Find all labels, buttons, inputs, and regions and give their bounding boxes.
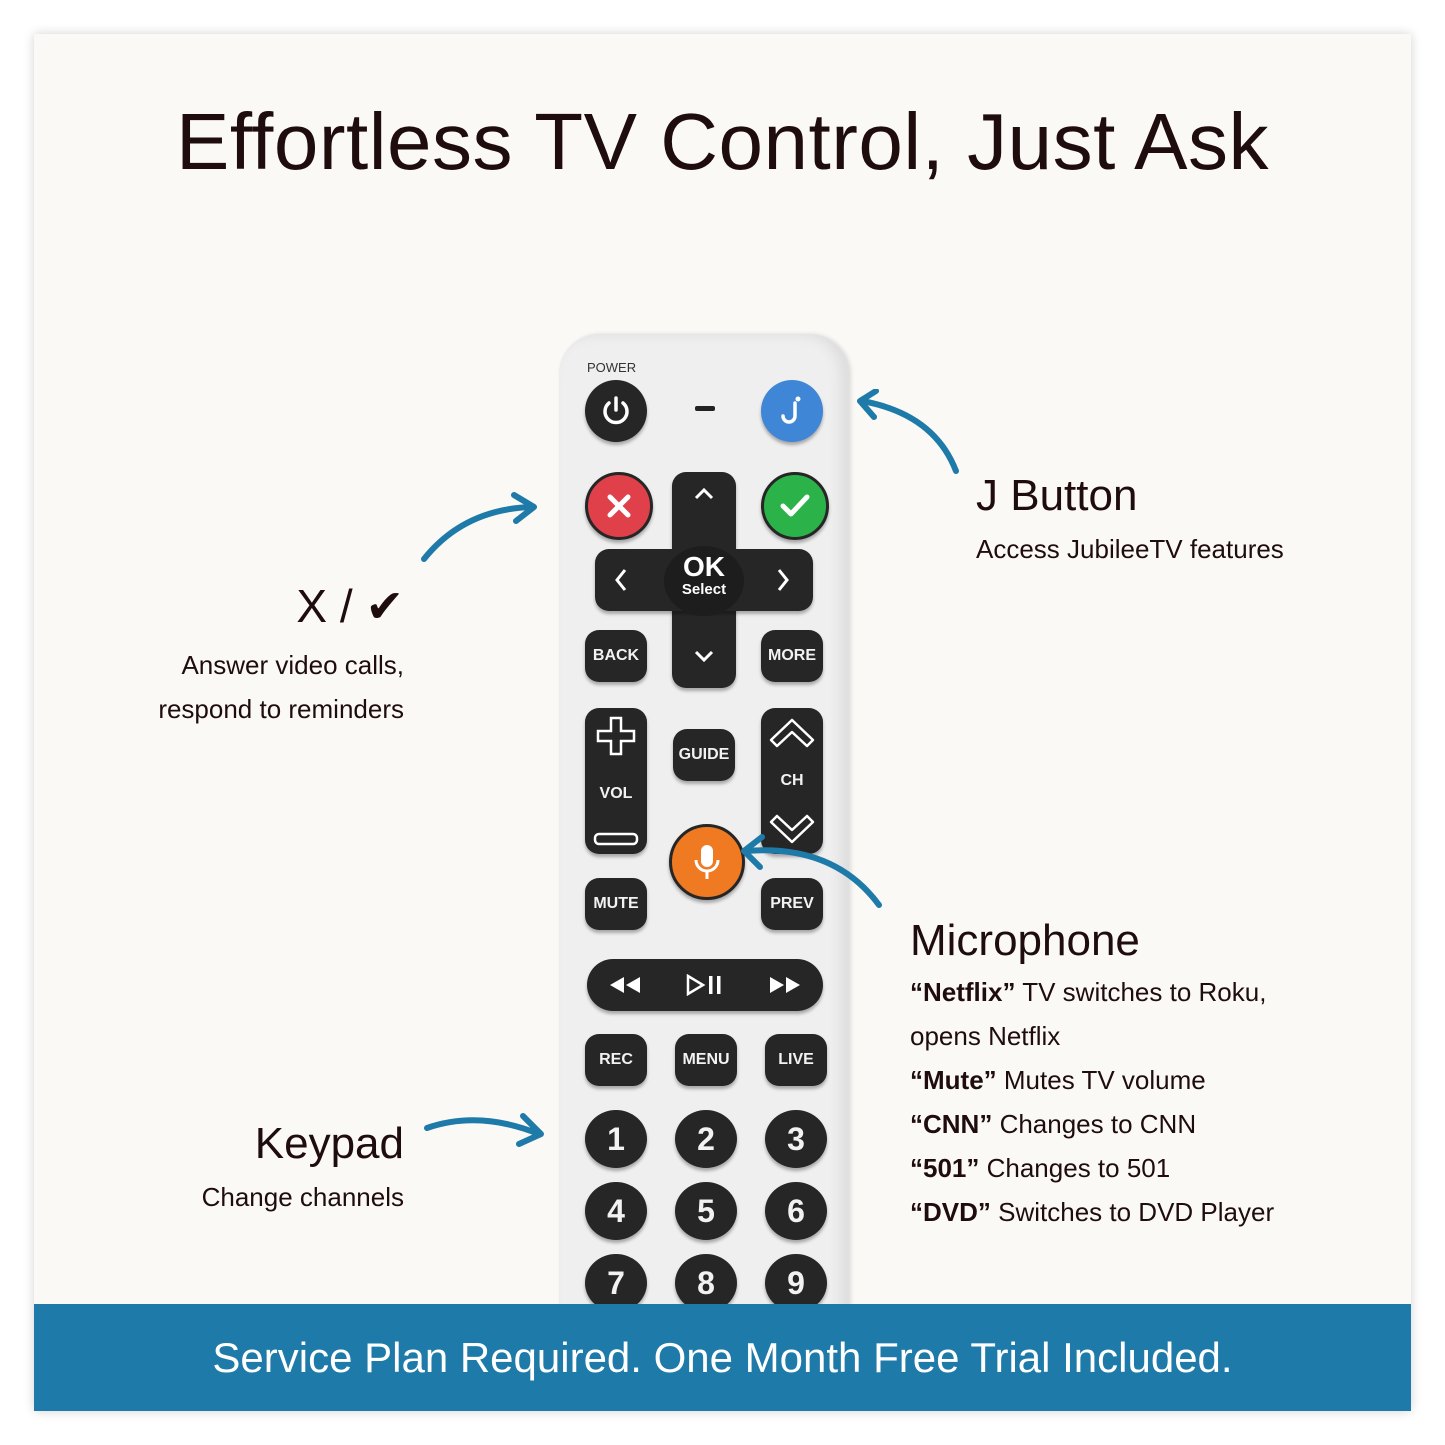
menu-button[interactable]: MENU [675, 1034, 737, 1086]
keypad-heading: Keypad [254, 1119, 404, 1168]
key-8[interactable]: 8 [675, 1254, 737, 1312]
remote-control: POWER [559, 334, 849, 1334]
rec-button[interactable]: REC [585, 1034, 647, 1086]
vol-label: VOL [599, 785, 633, 802]
close-icon [607, 494, 631, 518]
j-button-arrow [857, 389, 959, 474]
dpad-up-button[interactable] [672, 484, 736, 524]
plus-icon [596, 716, 636, 756]
microphone-callout: Microphone “Netflix” TV switches to Roku… [910, 916, 1380, 1234]
key-1[interactable]: 1 [585, 1110, 647, 1168]
more-button[interactable]: MORE [761, 630, 823, 682]
jbutton-heading: J Button [976, 471, 1138, 520]
key-2[interactable]: 2 [675, 1110, 737, 1168]
microphone-heading: Microphone [910, 916, 1140, 965]
power-label: POWER [587, 360, 637, 375]
page-title: Effortless TV Control, Just Ask [176, 97, 1269, 186]
ch-label: CH [780, 772, 804, 789]
indicator-light [695, 406, 715, 411]
jbutton-callout: J Button Access JubileeTV features [976, 471, 1396, 571]
ok-select-button[interactable]: OK Select [664, 546, 744, 616]
keypad-arrow [424, 1113, 544, 1147]
key-6[interactable]: 6 [765, 1182, 827, 1240]
microphone-line: “CNN” Changes to CNN [910, 1109, 1197, 1139]
ad-card: Effortless TV Control, Just Ask POWER [34, 34, 1411, 1411]
microphone-line: “Mute” Mutes TV volume [910, 1065, 1206, 1095]
keypad-line-1: Change channels [201, 1182, 404, 1212]
ok-label: OK [683, 551, 725, 582]
channel-up-icon [769, 718, 815, 748]
key-7[interactable]: 7 [585, 1254, 647, 1312]
power-button[interactable] [585, 380, 647, 442]
play-pause-icon [686, 974, 721, 996]
microphone-arrow [741, 834, 882, 908]
live-button[interactable]: LIVE [765, 1034, 827, 1086]
microphone-icon [694, 845, 720, 879]
microphone-button[interactable] [669, 824, 745, 900]
key-4[interactable]: 4 [585, 1182, 647, 1240]
dpad-right-button[interactable] [773, 564, 803, 596]
channel-down-icon [769, 814, 815, 844]
dpad-down-button[interactable] [672, 646, 736, 686]
fast-forward-icon [769, 977, 800, 993]
chevron-left-icon [615, 569, 627, 591]
channel-rocker[interactable]: CH [761, 708, 823, 854]
minus-icon [593, 832, 639, 846]
check-button[interactable] [761, 472, 829, 540]
play-pause-button[interactable] [685, 974, 725, 996]
guide-button[interactable]: GUIDE [673, 729, 735, 781]
chevron-up-icon [694, 487, 714, 500]
jbutton-line-1: Access JubileeTV features [976, 534, 1284, 564]
select-label: Select [681, 581, 727, 598]
prev-button[interactable]: PREV [761, 878, 823, 930]
xcheck-line-2: respond to reminders [158, 694, 404, 724]
j-logo-icon [781, 396, 801, 424]
microphone-line: “501” Changes to 501 [910, 1153, 1171, 1183]
key-3[interactable]: 3 [765, 1110, 827, 1168]
mute-button[interactable]: MUTE [585, 878, 647, 930]
microphone-line: “DVD” Switches to DVD Player [910, 1197, 1275, 1227]
key-5[interactable]: 5 [675, 1182, 737, 1240]
x-button[interactable] [585, 472, 653, 540]
rewind-button[interactable] [608, 975, 642, 995]
dpad-left-button[interactable] [611, 564, 641, 596]
check-icon [780, 494, 810, 517]
key-9[interactable]: 9 [765, 1254, 827, 1312]
volume-rocker[interactable]: VOL [585, 708, 647, 854]
chevron-right-icon [777, 569, 789, 591]
keypad-callout: Keypad Change channels [94, 1119, 404, 1219]
microphone-line: “Netflix” TV switches to Roku, [910, 977, 1267, 1007]
xcheck-line-1: Answer video calls, [181, 650, 404, 680]
power-icon [603, 396, 629, 425]
microphone-line: opens Netflix [910, 1021, 1061, 1051]
xcheck-heading: X / ✔ [296, 580, 404, 632]
footer-banner: Service Plan Required. One Month Free Tr… [34, 1304, 1411, 1411]
chevron-down-icon [694, 650, 714, 663]
back-button[interactable]: BACK [585, 630, 647, 682]
x-check-arrow [421, 492, 537, 562]
rewind-icon [610, 977, 641, 993]
transport-bar [587, 959, 823, 1011]
xcheck-callout: X / ✔ Answer video calls, respond to rem… [94, 579, 404, 731]
fast-forward-button[interactable] [768, 975, 802, 995]
j-button[interactable] [761, 380, 823, 442]
